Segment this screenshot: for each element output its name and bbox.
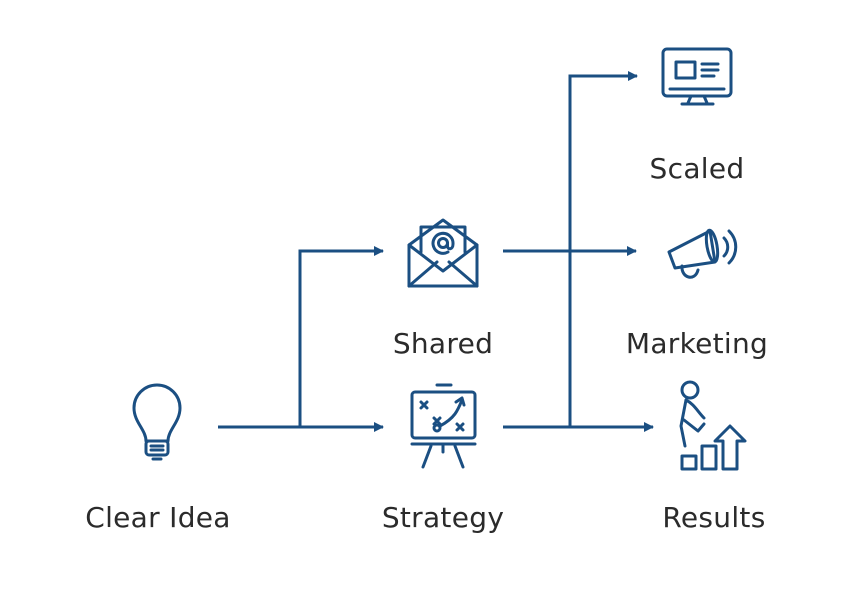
- strategy-board-icon: [410, 383, 477, 469]
- node-label-results: Results: [662, 501, 766, 534]
- node-label-marketing: Marketing: [625, 327, 769, 360]
- connector-idea-to-shared: [298, 246, 384, 427]
- node-label-shared: Shared: [392, 327, 494, 360]
- connector-branch-to-scaled: [568, 71, 638, 427]
- node-label-scaled: Scaled: [649, 152, 745, 185]
- node-label-strategy: Strategy: [381, 501, 505, 534]
- monitor-icon: [661, 47, 733, 106]
- megaphone-icon: [667, 228, 738, 279]
- growth-steps-icon: [679, 380, 747, 471]
- connectors: [218, 71, 654, 432]
- email-envelope-icon: [407, 218, 479, 288]
- lightbulb-icon: [132, 383, 182, 461]
- node-label-clear-idea: Clear Idea: [85, 501, 231, 534]
